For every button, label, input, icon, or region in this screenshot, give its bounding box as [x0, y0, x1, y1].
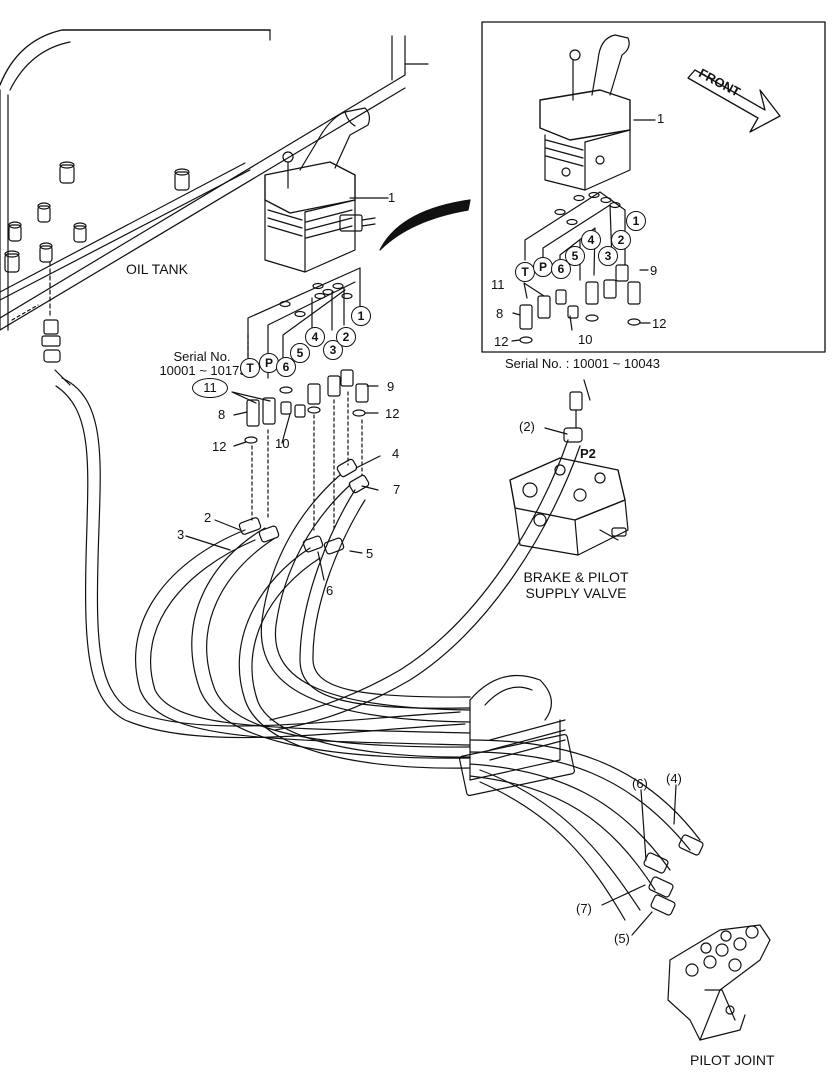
joystick-main [264, 107, 389, 273]
port-P-inset: P [533, 257, 553, 277]
pilot-joint-bracket [459, 674, 771, 1041]
callout-12b-inset: 12 [652, 316, 667, 331]
port-1-main: 1 [351, 306, 371, 326]
tank-return-hose [43, 349, 466, 739]
port-p2-label: P2 [580, 446, 596, 461]
port-5-inset: 5 [565, 246, 585, 266]
oil-tank [0, 29, 429, 347]
callout-8-inset: 8 [496, 306, 504, 321]
callout-12a-main: 12 [212, 439, 227, 454]
brake-valve-label-line1: BRAKE & PILOT [523, 569, 629, 585]
port-2-main: 2 [336, 327, 356, 347]
port-3-inset: 3 [598, 246, 618, 266]
port-T-main: T [240, 358, 260, 378]
port-1-inset: 1 [626, 211, 646, 231]
port-6-inset: 6 [551, 259, 571, 279]
brake-valve-label-line2: SUPPLY VALVE [525, 585, 627, 601]
callout-7-main: 7 [393, 482, 401, 497]
pilot-joint-label: PILOT JOINT [690, 1052, 775, 1068]
callout-1-main: 1 [388, 190, 396, 205]
port-4-inset: 4 [581, 230, 601, 250]
leader-lines [185, 269, 677, 936]
callout-9-main: 9 [387, 379, 395, 394]
pilot-hoses [135, 458, 471, 769]
tank-bolts [4, 161, 190, 273]
detail-indicator [379, 199, 471, 251]
callout-6-main: 6 [326, 583, 334, 598]
joystick-inset [539, 34, 656, 191]
main-fittings [244, 369, 369, 531]
inset-frame [481, 21, 826, 353]
serial-main-line1: Serial No. [173, 349, 231, 364]
oil-tank-label: OIL TANK [126, 261, 188, 277]
hose-ref-7: (7) [576, 901, 592, 916]
callout-8-main: 8 [218, 407, 226, 422]
hose-ref-2: (2) [519, 419, 535, 434]
callout-12a-inset: 12 [494, 334, 509, 349]
callout-11-inset: 11 [491, 277, 505, 292]
port-T-inset: T [515, 262, 535, 282]
supply-hose [269, 379, 591, 731]
front-arrow [687, 69, 781, 133]
port-6-main: 6 [276, 357, 296, 377]
callout-2-main: 2 [204, 510, 212, 525]
callout-3-main: 3 [177, 527, 185, 542]
callout-1-inset: 1 [657, 111, 665, 126]
port-3-main: 3 [323, 340, 343, 360]
hose-ref-4: (4) [666, 771, 682, 786]
callout-9-inset: 9 [650, 263, 658, 278]
callout-10-inset: 10 [578, 332, 593, 347]
serial-inset: Serial No. : 10001 ~ 10043 [505, 356, 661, 371]
port-5-main: 5 [290, 343, 310, 363]
hose-ref-5: (5) [614, 931, 630, 946]
callout-4-main: 4 [392, 446, 400, 461]
callout-12b-main: 12 [385, 406, 400, 421]
port-2-inset: 2 [611, 230, 631, 250]
callout-10-main: 10 [275, 436, 290, 451]
callout-11-main: 11 [192, 378, 228, 398]
brake-pilot-supply-valve [509, 457, 629, 556]
callout-5-main: 5 [366, 546, 374, 561]
port-4-main: 4 [305, 327, 325, 347]
serial-main-line2: 10001 ~ 10175 [159, 363, 247, 378]
hose-ref-6: (6) [632, 776, 648, 791]
